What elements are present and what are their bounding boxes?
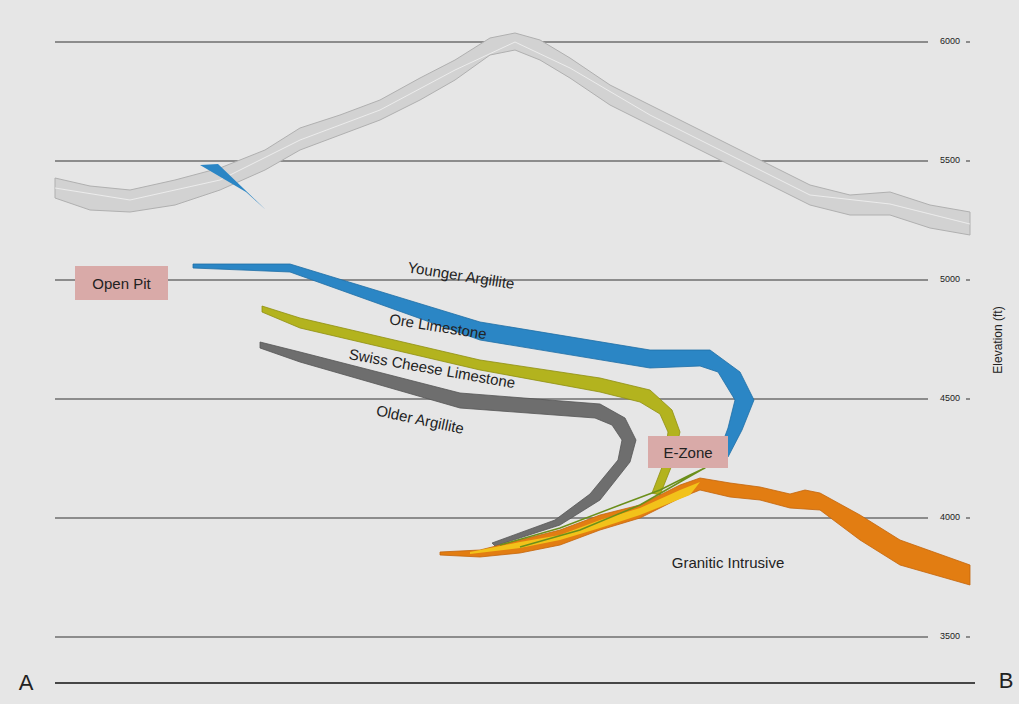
topography-mesh — [55, 42, 970, 224]
rock-unit-label: Ore Limestone — [388, 311, 488, 343]
elevation-value: 6000 — [940, 37, 960, 47]
location-box: Open Pit — [75, 266, 168, 300]
section-end-label: B — [999, 669, 1014, 693]
rock-unit-label: Younger Argillite — [406, 259, 515, 292]
box-label: Open Pit — [92, 275, 150, 292]
location-box: E-Zone — [648, 436, 728, 468]
swiss-cheese-limestone-band — [260, 342, 636, 546]
granitic-intrusive — [440, 478, 970, 585]
elevation-gridlines — [55, 42, 928, 637]
elevation-value: 4000 — [940, 513, 960, 523]
elevation-value: 5000 — [940, 275, 960, 285]
section-line — [55, 682, 975, 684]
topography-surface — [55, 33, 970, 235]
rock-unit-label: Swiss Cheese Limestone — [348, 346, 517, 391]
axis-title: Elevation (ft) — [992, 306, 1005, 373]
rock-unit-label: Granitic Intrusive — [672, 555, 785, 572]
rock-unit-label: Older Argillite — [375, 403, 466, 438]
elevation-value: 3500 — [940, 632, 960, 642]
tick-marks — [966, 42, 970, 637]
elevation-value: 4500 — [940, 394, 960, 404]
outcrop-argillite — [200, 164, 266, 210]
elevation-value: 5500 — [940, 156, 960, 166]
contact-traces — [500, 462, 715, 547]
section-end-label: A — [19, 671, 34, 695]
box-label: E-Zone — [663, 444, 712, 461]
